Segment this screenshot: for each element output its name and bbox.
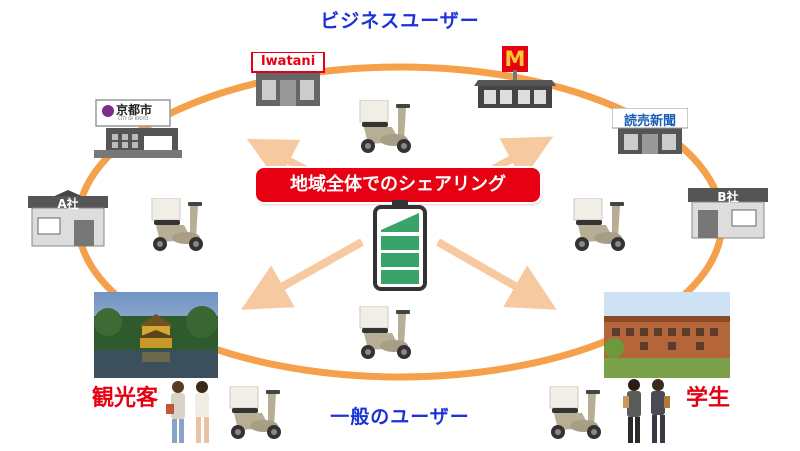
scooter-icon-right	[573, 198, 626, 252]
company-a-label: A社	[57, 197, 79, 211]
battery-icon	[373, 200, 427, 291]
scooter-icon-bottom-right	[549, 386, 602, 440]
iwatani-store: Iwatani	[250, 52, 326, 108]
kyoto-subtitle: CITY OF KYOTO	[118, 116, 149, 121]
kinkakuji-photo	[94, 292, 218, 378]
scooter-icon-bottom-left	[229, 386, 282, 440]
company-b-label: B社	[717, 190, 739, 204]
mcdonalds-logo: M	[504, 47, 526, 71]
kyoto-city-building: 京都市 CITY OF KYOTO	[92, 98, 184, 160]
company-a-building: A社	[28, 190, 108, 248]
tourist-people-icon	[166, 381, 209, 443]
business-users-heading: ビジネスユーザー	[320, 10, 480, 32]
yomiuri-store: 読売新聞	[612, 108, 688, 154]
kyoto-emblem-icon	[102, 105, 114, 117]
scooter-icon-bottom	[359, 306, 412, 360]
company-b-building: B社	[688, 182, 768, 240]
scooter-icon-left	[151, 198, 204, 252]
scooter-icon-top	[359, 100, 412, 154]
sharing-banner: 地域全体でのシェアリング	[256, 168, 540, 202]
arrow-down-right	[436, 238, 557, 310]
tourists-label: 観光客	[92, 386, 159, 411]
student-people-icon	[623, 379, 670, 443]
students-label: 学生	[686, 386, 731, 411]
yomiuri-logo: 読売新聞	[623, 114, 676, 129]
kyoto-name: 京都市	[116, 103, 153, 117]
campus-photo	[604, 292, 730, 378]
arrow-down-left	[241, 238, 364, 310]
general-users-heading: 一般のユーザー	[330, 406, 470, 428]
mcdonalds-store: M	[472, 46, 558, 110]
iwatani-logo: Iwatani	[260, 54, 316, 69]
